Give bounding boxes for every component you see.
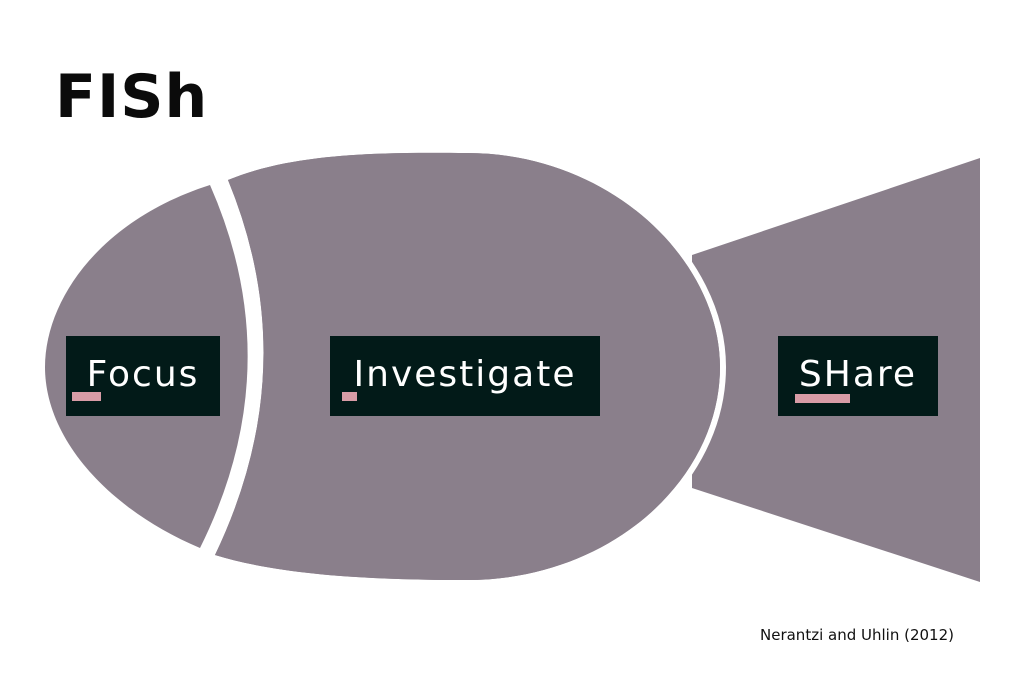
highlight-underline <box>342 392 357 401</box>
label-text: Investigate <box>353 353 577 395</box>
label-focus: Focus <box>66 336 220 416</box>
citation: Nerantzi and Uhlin (2012) <box>760 626 954 644</box>
label-text: Focus <box>86 353 200 395</box>
label-investigate: Investigate <box>330 336 600 416</box>
page-title: FISh <box>55 62 209 132</box>
highlight-underline <box>72 392 101 401</box>
highlight-underline <box>795 394 850 403</box>
label-share: SHare <box>778 336 938 416</box>
label-text: SHare <box>798 353 918 395</box>
